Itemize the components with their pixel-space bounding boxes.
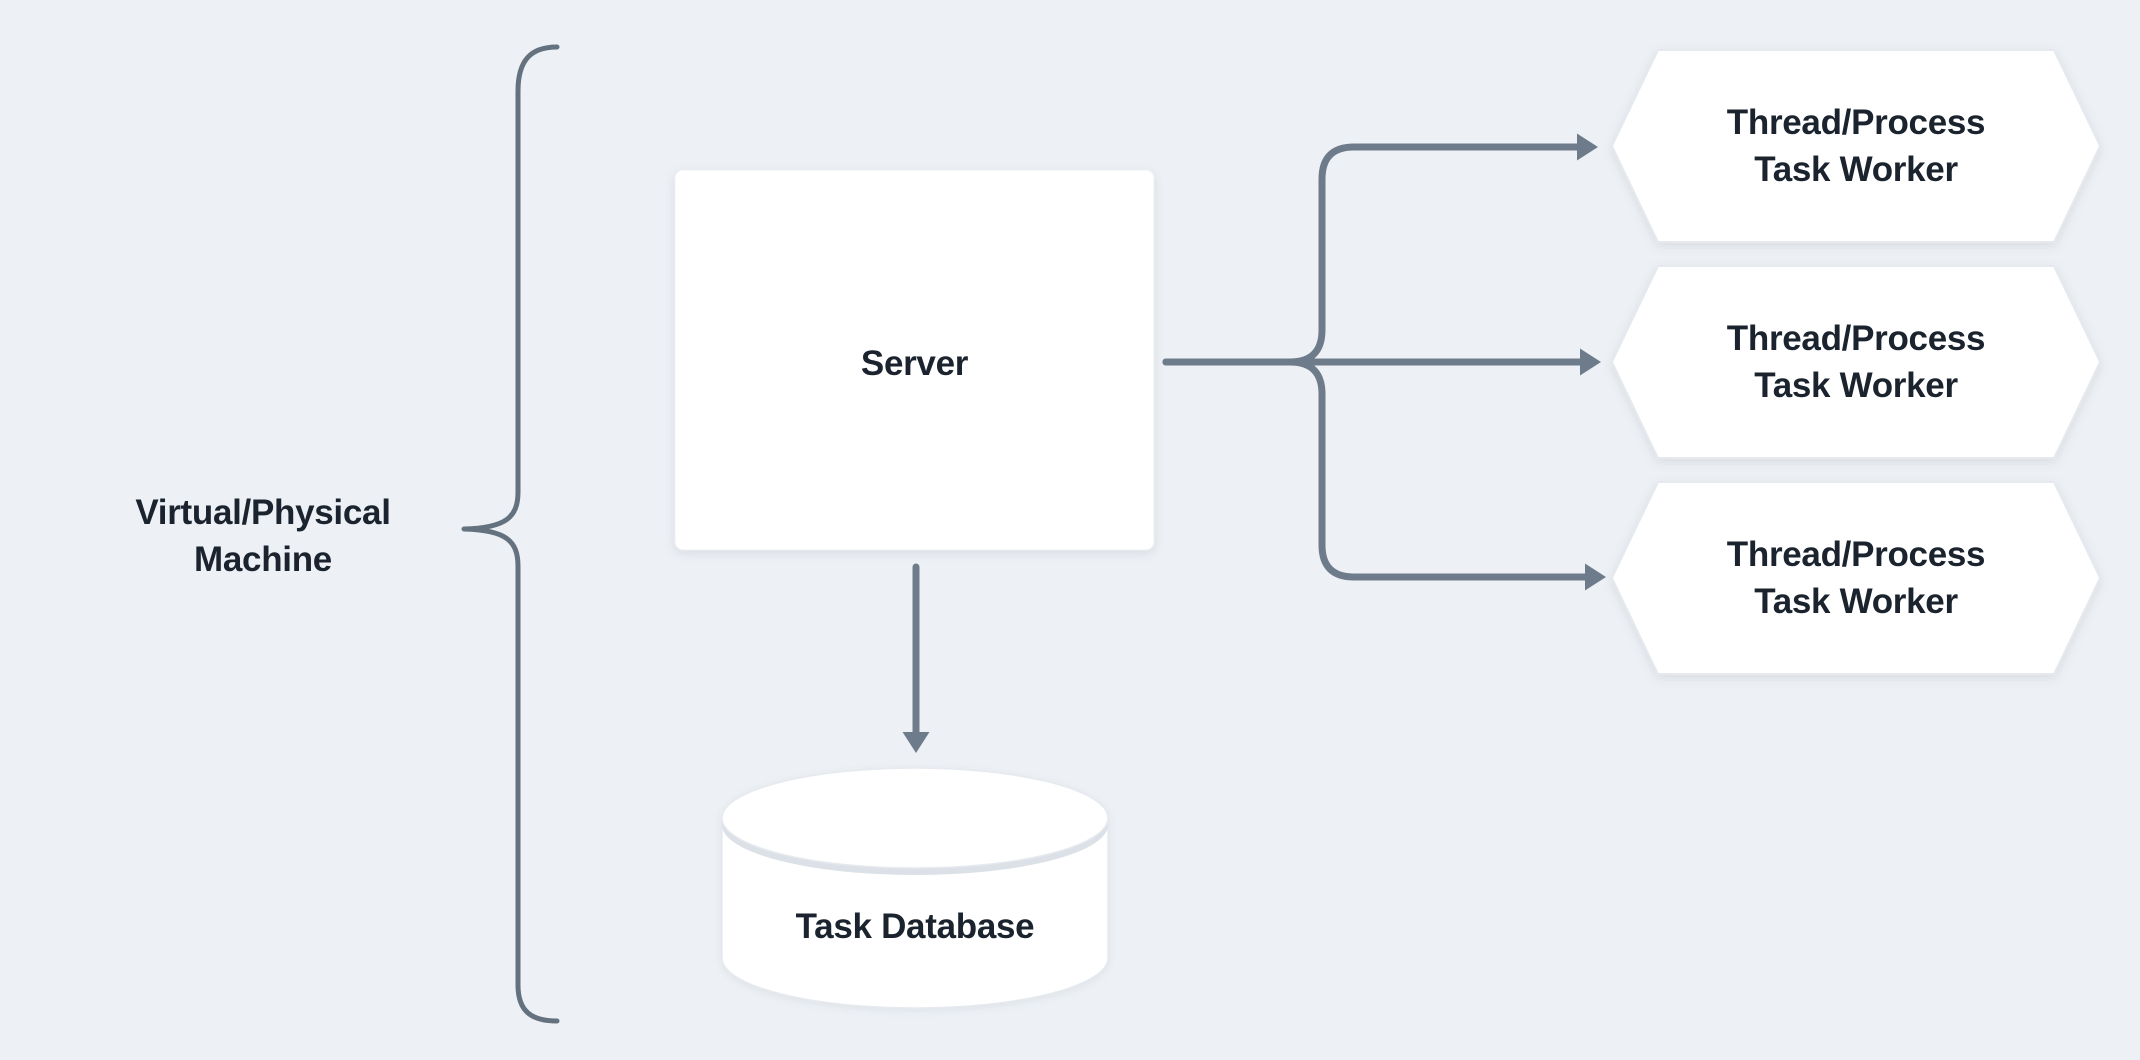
connector-bottom-branch <box>1162 358 1590 581</box>
worker-nodes <box>1611 49 2101 675</box>
database-top <box>721 767 1109 869</box>
arrowhead-icon <box>1580 348 1601 376</box>
arrowhead-icon <box>1577 133 1598 161</box>
worker-node-3 <box>1611 481 2101 675</box>
worker-2-line2: Task Worker <box>1754 366 1958 405</box>
worker-2-line1: Thread/Process <box>1726 319 1986 358</box>
worker-node-1 <box>1611 49 2101 243</box>
arrowhead-icon <box>1585 563 1606 591</box>
server-node <box>674 169 1155 551</box>
machine-group-label: Virtual/Physical Machine <box>63 489 463 583</box>
worker-3-line1: Thread/Process <box>1726 535 1986 574</box>
arrowhead-icon <box>902 732 930 753</box>
worker-node-2 <box>1611 265 2101 459</box>
connector-top-branch <box>1162 143 1582 366</box>
worker-label-1: Thread/Process Task Worker <box>1612 99 2100 193</box>
worker-1-line1: Thread/Process <box>1726 103 1986 142</box>
machine-label-line2: Machine <box>194 540 332 579</box>
server-label: Server <box>860 344 969 383</box>
worker-label-3: Thread/Process Task Worker <box>1612 531 2100 625</box>
machine-label-line1: Virtual/Physical <box>135 493 391 532</box>
arrowheads-workers <box>1577 133 1606 591</box>
worker-1-line2: Task Worker <box>1754 150 1958 189</box>
worker-3-line2: Task Worker <box>1754 582 1958 621</box>
worker-label-2: Thread/Process Task Worker <box>1612 315 2100 409</box>
curly-brace-icon <box>461 44 560 1024</box>
database-node <box>721 767 1109 1009</box>
connector-server-to-workers <box>1162 143 1590 581</box>
database-label: Task Database <box>795 907 1035 946</box>
